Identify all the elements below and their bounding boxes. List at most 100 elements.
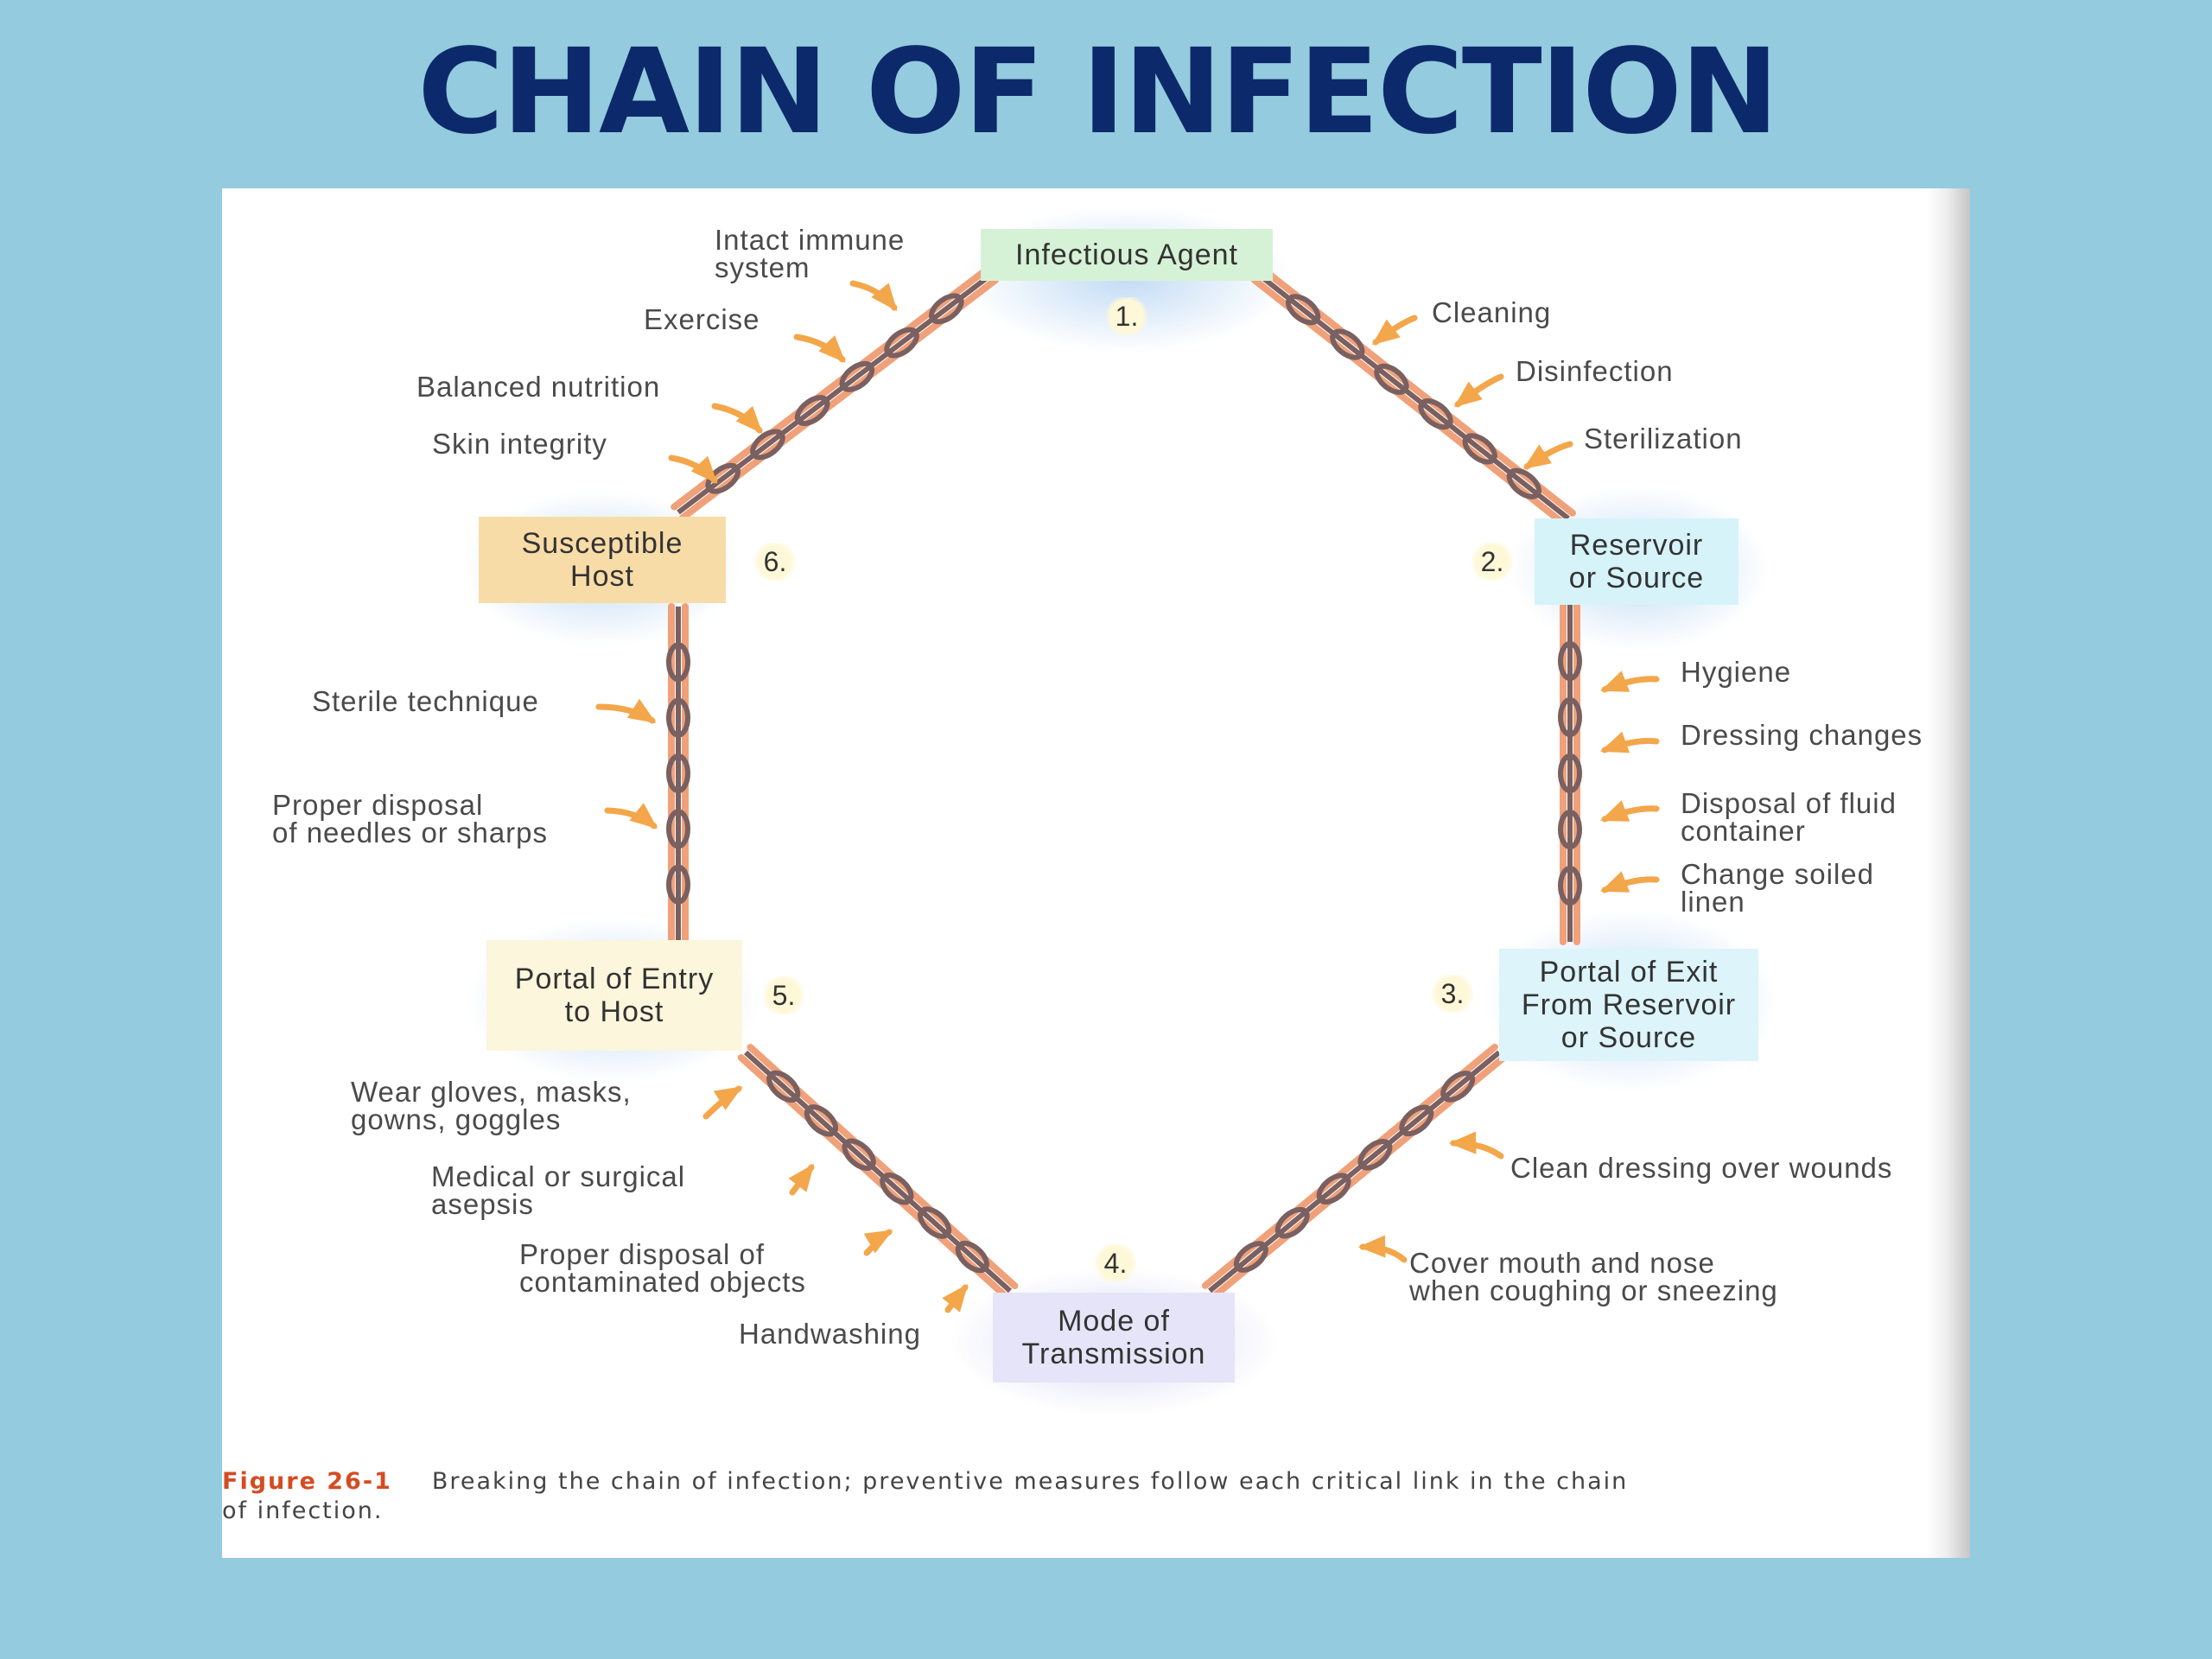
node-label: Portal of Exit	[1539, 956, 1719, 988]
measure-label: Clean dressing over wounds	[1510, 1152, 1893, 1184]
chain-link	[880, 1173, 914, 1205]
measure-arrow	[788, 1163, 815, 1196]
chain-link	[750, 429, 785, 461]
slide-title: CHAIN OF INFECTION	[417, 24, 1778, 161]
chain-link	[666, 864, 690, 905]
measure-label: Sterile technique	[312, 685, 539, 717]
chain-core	[677, 272, 993, 515]
chain-link	[929, 293, 964, 325]
chain-link	[1374, 363, 1409, 395]
node-label: Reservoir	[1569, 529, 1704, 562]
chain-link	[839, 360, 875, 392]
node-label: From Reservoir	[1521, 988, 1737, 1021]
measure-label: Balanced nutrition	[416, 371, 661, 403]
chain-link	[1462, 433, 1497, 465]
caption-line-1: Breaking the chain of infection; prevent…	[431, 1468, 1629, 1495]
measure-arrow	[863, 1229, 893, 1256]
node-number: 5.	[761, 976, 806, 1014]
measure-arrow	[1522, 441, 1573, 470]
node-susceptible-host: Susceptible Host	[479, 517, 726, 603]
book-spine-shadow	[1927, 188, 1970, 1558]
node-number: 2.	[1470, 543, 1515, 581]
chain-link	[1558, 866, 1582, 906]
node-label: Susceptible	[521, 527, 683, 560]
measure-arrow	[942, 1283, 969, 1313]
measure-arrow	[1600, 671, 1660, 693]
chain-link	[1286, 294, 1321, 326]
node-label: to Host	[564, 995, 664, 1028]
node-label: Mode of	[1058, 1305, 1170, 1338]
caption-line-2: of infection.	[222, 1497, 384, 1524]
measure-label: Cleaning	[1432, 296, 1552, 328]
chain-core	[743, 1050, 1013, 1294]
chain-of-infection-figure: Infectious Agent 1. Reservoir or Source …	[222, 188, 1970, 1558]
measure-arrows	[595, 280, 1660, 1313]
figure-caption: Figure 26-1 Breaking the chain of infecti…	[222, 1467, 1942, 1526]
node-label: Transmission	[1021, 1338, 1206, 1370]
chain-link	[1418, 398, 1453, 430]
node-label: Portal of Entry	[514, 963, 715, 995]
measure-arrow	[1448, 1131, 1504, 1160]
measure-arrow	[1371, 315, 1418, 346]
node-label: or Source	[1568, 562, 1705, 594]
chain-link	[917, 1206, 952, 1239]
node-number: 1.	[1104, 297, 1149, 335]
chain-core	[1257, 272, 1570, 521]
measure-label: Sterilization	[1584, 423, 1743, 454]
chain-link	[1233, 1241, 1268, 1273]
measure-arrow	[793, 334, 846, 363]
chain-link	[842, 1138, 876, 1171]
chain-link	[1399, 1104, 1434, 1137]
chain-link	[1440, 1071, 1476, 1103]
chain-link	[1558, 697, 1582, 737]
measure-arrow	[668, 454, 718, 484]
measure-arrow	[1357, 1235, 1408, 1263]
node-label: Infectious Agent	[1015, 238, 1238, 271]
measure-arrow	[1600, 800, 1660, 823]
chain-link	[666, 809, 690, 849]
measure-arrow	[711, 403, 763, 434]
chain-link	[1558, 641, 1582, 681]
chain-link	[1558, 810, 1582, 849]
measure-arrow	[1453, 373, 1504, 408]
measure-label: Exercise	[644, 303, 760, 335]
chain-link	[794, 395, 830, 427]
chain-link	[1558, 753, 1582, 793]
chain-link	[766, 1070, 801, 1103]
measure-arrow	[1600, 871, 1660, 893]
chain-link	[884, 327, 919, 359]
chain-links	[666, 265, 1582, 1300]
chain-link	[955, 1240, 989, 1274]
node-label: Host	[570, 560, 634, 593]
node-number: 3.	[1430, 975, 1475, 1013]
node-portal-of-entry: Portal of Entry to Host	[486, 940, 742, 1051]
chain-link	[1506, 467, 1541, 499]
measure-arrow	[595, 698, 657, 724]
measure-arrow	[1600, 731, 1660, 753]
measure-label: Wear gloves, masks,gowns, goggles	[351, 1076, 632, 1135]
node-reservoir: Reservoir or Source	[1535, 518, 1738, 605]
measure-label: Hygiene	[1681, 656, 1792, 688]
measure-label: Handwashing	[739, 1318, 921, 1350]
measure-label: Disinfection	[1516, 355, 1674, 387]
chain-link	[666, 642, 690, 683]
node-portal-of-exit: Portal of Exit From Reservoir or Source	[1499, 949, 1758, 1061]
measure-arrow	[849, 280, 898, 312]
chain-link	[804, 1104, 839, 1137]
figure-number: Figure 26-1	[222, 1468, 392, 1495]
chain-link	[666, 753, 690, 793]
node-label: or Source	[1560, 1021, 1697, 1054]
chain-link	[666, 697, 690, 738]
node-mode-of-transmission: Mode of Transmission	[993, 1293, 1235, 1382]
chain-link	[1330, 328, 1365, 360]
chain-link	[1316, 1173, 1351, 1205]
chain-link	[1274, 1206, 1310, 1239]
node-infectious-agent: Infectious Agent	[981, 229, 1273, 281]
